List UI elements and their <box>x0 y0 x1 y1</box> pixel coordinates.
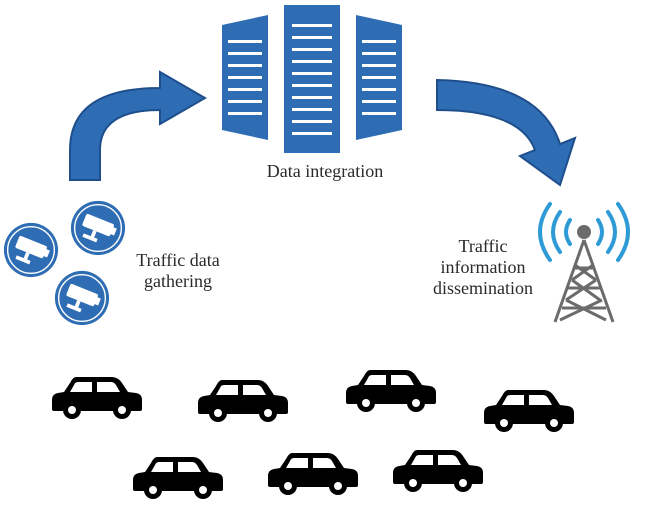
arrow-to-integration <box>69 70 207 181</box>
car-icon <box>484 390 574 432</box>
car-icon <box>268 453 358 495</box>
car-icon <box>393 450 483 492</box>
gathering-line-2: gathering <box>144 271 212 291</box>
car-icon <box>133 457 223 499</box>
traffic-information-dissemination-label: Traffic information dissemination <box>410 236 556 299</box>
car-icon <box>346 370 436 412</box>
cctv-camera-icon <box>54 270 110 326</box>
cctv-camera-icon <box>3 222 59 278</box>
dissemination-line-3: dissemination <box>433 278 533 298</box>
car-icon <box>198 380 288 422</box>
arrow-to-dissemination <box>436 78 577 187</box>
data-integration-label: Data integration <box>266 161 384 181</box>
dissemination-line-1: Traffic <box>458 236 508 256</box>
server-rack-icon <box>222 5 402 153</box>
traffic-data-gathering-label: Traffic data gathering <box>122 250 234 292</box>
radio-tower-icon <box>538 202 630 323</box>
car-icon <box>52 377 142 419</box>
gathering-line-1: Traffic data <box>136 250 220 270</box>
cctv-camera-icon <box>70 200 126 256</box>
dissemination-line-2: information <box>440 257 526 277</box>
